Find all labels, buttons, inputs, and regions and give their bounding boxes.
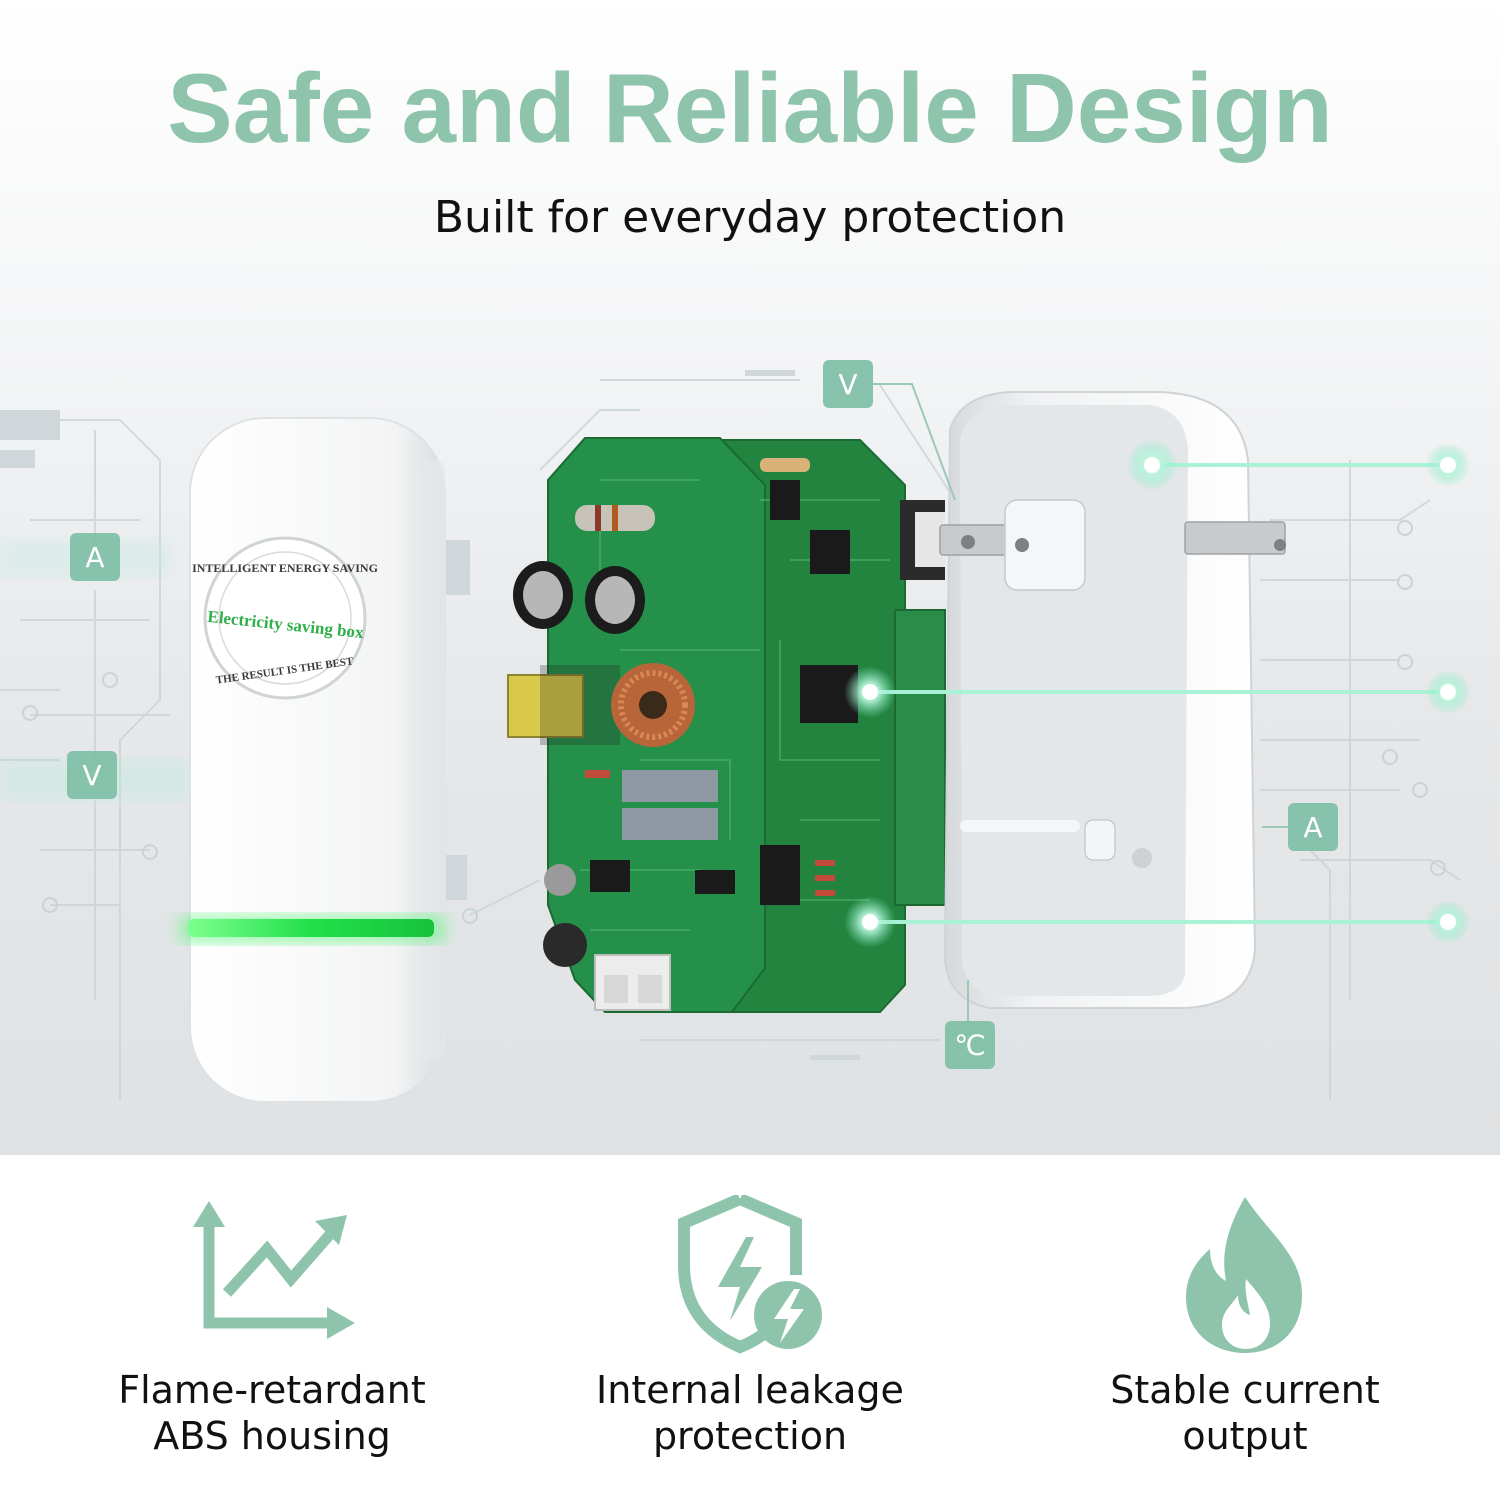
product-illustration: INTELLIGENT ENERGY SAVING Electricity sa… [0,360,1470,1103]
circuit-board [507,437,946,1013]
front-cover: INTELLIGENT ENERGY SAVING Electricity sa… [180,417,446,1103]
svg-text:V: V [82,759,101,792]
back-case [939,391,1286,1009]
feature-label: Stable current output [1035,1367,1455,1459]
badge-left-lower: V [67,751,117,799]
feature-label-line2: ABS housing [153,1414,391,1458]
hero-section: INTELLIGENT ENERGY SAVING Electricity sa… [0,0,1500,1155]
led-indicator [188,919,434,937]
background-blocks [0,370,860,1060]
svg-text:A: A [1303,811,1322,844]
badge-right: A [1288,803,1338,851]
pointer-lines [844,439,1470,948]
feature-stable-current: Stable current output [1035,1155,1455,1500]
seal-top-text: INTELLIGENT ENERGY SAVING [192,561,378,575]
badge-left-upper: A [70,533,120,581]
page-title: Safe and Reliable Design [167,53,1333,163]
svg-text:V: V [838,368,857,401]
background-circuit-nodes [22,520,1446,924]
feature-label: Internal leakage protection [540,1367,960,1459]
flame-icon [1186,1197,1302,1353]
feature-label-line2: protection [652,1414,848,1458]
badge-top: V [823,360,873,408]
feature-label-line1: Flame-retardant [118,1368,426,1412]
feature-label-line2: output [1182,1414,1308,1458]
trend-up-chart-icon [193,1201,355,1339]
badge-connector-lines [873,383,1288,1021]
shield-lightning-icon [678,1195,822,1354]
svg-text:A: A [85,541,104,574]
feature-leakage-protection: Internal leakage protection [540,1155,960,1500]
feature-label-line1: Internal leakage [596,1368,904,1412]
feature-label-line1: Stable current [1110,1368,1380,1412]
svg-text:℃: ℃ [954,1029,985,1062]
page-subtitle: Built for everyday protection [433,192,1067,243]
badge-bottom: ℃ [945,1021,995,1069]
background-circuit-traces [0,379,1461,1100]
feature-row: Flame-retardant ABS housing Internal lea… [0,1155,1500,1500]
feature-flame-retardant: Flame-retardant ABS housing [62,1155,482,1500]
feature-label: Flame-retardant ABS housing [62,1367,482,1459]
